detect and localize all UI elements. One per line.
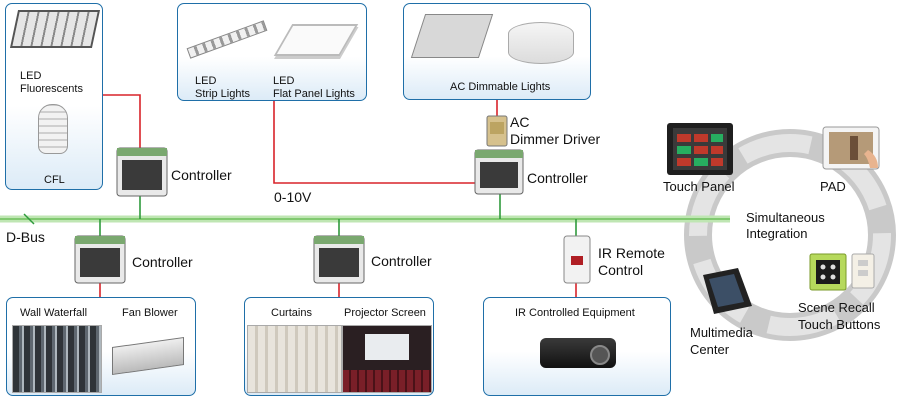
cfl-bulb-icon — [38, 104, 68, 154]
ac-downlight-icon — [410, 14, 494, 58]
ir-remote-device — [563, 235, 591, 284]
projector-screen-photo — [342, 325, 432, 393]
dimmer-driver-device — [486, 115, 508, 147]
curtains-photo — [247, 325, 342, 393]
label-controller-bottom-left: Controller — [132, 254, 193, 270]
label-0-10v: 0-10V — [274, 189, 312, 205]
wire-0-10v — [273, 100, 475, 184]
label-led-strip: LED Strip Lights — [195, 75, 251, 100]
label-cfl: CFL — [44, 174, 65, 186]
label-fan-blower: Fan Blower — [122, 307, 178, 319]
label-wall-waterfall: Wall Waterfall — [20, 307, 88, 319]
label-touch-panel: Touch Panel — [663, 179, 735, 194]
controller-top-left — [116, 147, 168, 197]
led-fluorescent-fixture — [9, 10, 101, 48]
wall-waterfall-photo — [12, 325, 102, 393]
controller-bottom-left — [74, 235, 126, 284]
box-ir-equipment — [483, 297, 671, 396]
projector-icon — [540, 338, 616, 368]
label-ir-remote-control: IR Remote Control — [598, 245, 665, 278]
label-controller-top-right: Controller — [527, 170, 588, 186]
label-scene-recall: Scene Recall Touch Buttons — [798, 300, 881, 332]
wire-led-fluorescent — [103, 94, 141, 148]
multimedia-center-device — [703, 268, 752, 314]
scene-recall-device — [809, 253, 875, 291]
label-projector-screen: Projector Screen — [344, 307, 426, 319]
label-ac-dimmable: AC Dimmable Lights — [450, 81, 551, 93]
label-controller-top-left: Controller — [171, 167, 232, 183]
label-multimedia-center: Multimedia Center — [690, 325, 753, 357]
label-pad: PAD — [820, 179, 846, 194]
label-curtains: Curtains — [271, 307, 312, 319]
label-controller-bottom-mid: Controller — [371, 253, 432, 269]
pad-device — [822, 126, 880, 170]
touch-panel-device — [667, 123, 733, 175]
label-led-flat: LED Flat Panel Lights — [273, 75, 355, 100]
controller-top-right — [474, 149, 524, 195]
label-simultaneous-integration: Simultaneous Integration — [746, 210, 825, 241]
label-ir-equipment: IR Controlled Equipment — [515, 307, 635, 319]
controller-bottom-mid — [313, 235, 365, 284]
label-d-bus: D-Bus — [6, 229, 45, 245]
label-ac-dimmer-driver: AC Dimmer Driver — [510, 114, 601, 147]
ac-drum-light-icon — [508, 22, 574, 64]
label-led-fluorescents: LED Fluorescents — [20, 70, 83, 95]
